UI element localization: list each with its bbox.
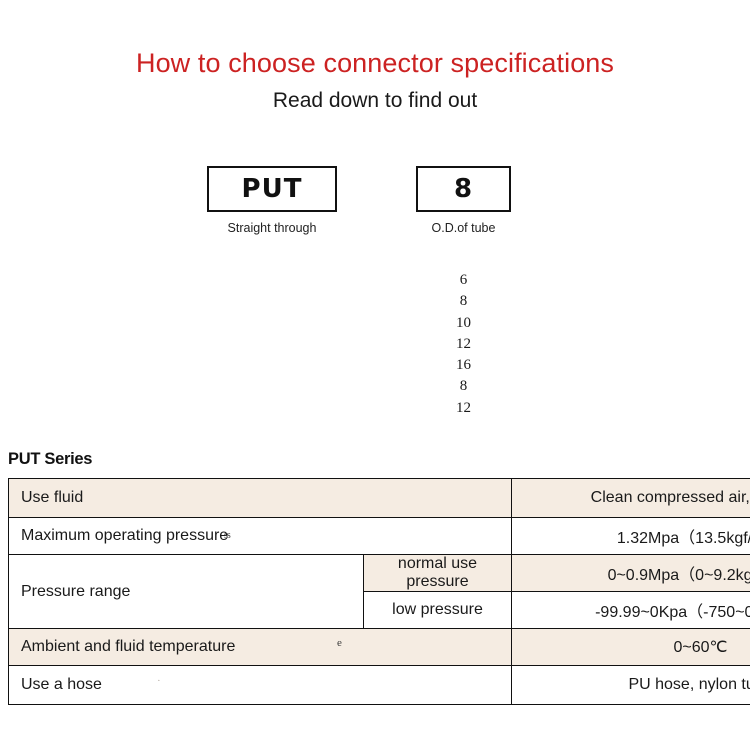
cell-sublabel-normal-use-pressure: normal use pressure bbox=[363, 554, 512, 592]
cell-value-ambient-fluid-temperature: 0~60℃ bbox=[511, 628, 750, 666]
cell-value-low-pressure: -99.99~0Kpa（-750~0mmHg) bbox=[511, 591, 750, 629]
list-item: 12 bbox=[456, 335, 471, 352]
table-row: Use a hose · PU hose, nylon tube bbox=[8, 665, 750, 705]
code-box-series-value: PUT bbox=[241, 174, 303, 204]
cell-label-text: Maximum operating pressure bbox=[21, 527, 229, 544]
cell-label-pressure-range: Pressure range bbox=[8, 554, 364, 629]
list-item: 10 bbox=[456, 314, 471, 331]
table-row: Maximum operating pressure ss 1.32Mpa（13… bbox=[8, 517, 750, 555]
code-box-tube-size-caption: O.D.of tube bbox=[431, 221, 496, 235]
code-box-tube-size: 8 bbox=[416, 166, 511, 212]
cell-label-text: Ambient and fluid temperature bbox=[21, 638, 236, 655]
cell-label-use-fluid: Use fluid bbox=[8, 478, 512, 518]
scan-artifact-icon: e bbox=[337, 637, 342, 649]
cell-label-max-operating-pressure: Maximum operating pressure ss bbox=[8, 517, 512, 555]
cell-value-use-a-hose: PU hose, nylon tube bbox=[511, 665, 750, 705]
cell-value-normal-use-pressure: 0~0.9Mpa（0~9.2kgf/cm²) bbox=[511, 554, 750, 592]
cell-sublabel-low-pressure: low pressure bbox=[363, 591, 512, 629]
table-row: Pressure range normal use pressure 0~0.9… bbox=[8, 554, 750, 629]
cell-label-use-a-hose: Use a hose · bbox=[8, 665, 512, 705]
list-item: 8 bbox=[459, 293, 468, 310]
page-title: How to choose connector specifications bbox=[135, 48, 615, 78]
code-box-series-caption: Straight through bbox=[227, 221, 317, 235]
tube-size-option-list: 6 8 10 12 16 8 12 bbox=[416, 270, 511, 419]
table-row: Ambient and fluid temperature e 0~60℃ bbox=[8, 628, 750, 666]
list-item: 6 bbox=[459, 272, 468, 288]
code-box-tube-size-value: 8 bbox=[453, 174, 474, 204]
scan-artifact-icon: · bbox=[157, 675, 161, 687]
cell-value-max-operating-pressure: 1.32Mpa（13.5kgf/cm²) bbox=[511, 517, 750, 555]
table-row: Use fluid Clean compressed air, vacuum bbox=[8, 478, 750, 518]
code-box-series: PUT bbox=[207, 166, 337, 212]
list-item: 12 bbox=[456, 399, 471, 416]
list-item: 8 bbox=[459, 378, 468, 395]
cell-label-text: Use a hose bbox=[21, 676, 102, 693]
table-row: low pressure -99.99~0Kpa（-750~0mmHg) bbox=[9, 591, 750, 629]
specification-table: Use fluid Clean compressed air, vacuum M… bbox=[8, 478, 750, 705]
series-heading: PUT Series bbox=[8, 450, 93, 468]
cell-value-use-fluid: Clean compressed air, vacuum bbox=[511, 478, 750, 518]
list-item: 16 bbox=[456, 357, 471, 374]
page-subtitle: Read down to find out bbox=[272, 89, 478, 112]
cell-label-ambient-fluid-temperature: Ambient and fluid temperature e bbox=[8, 628, 512, 666]
